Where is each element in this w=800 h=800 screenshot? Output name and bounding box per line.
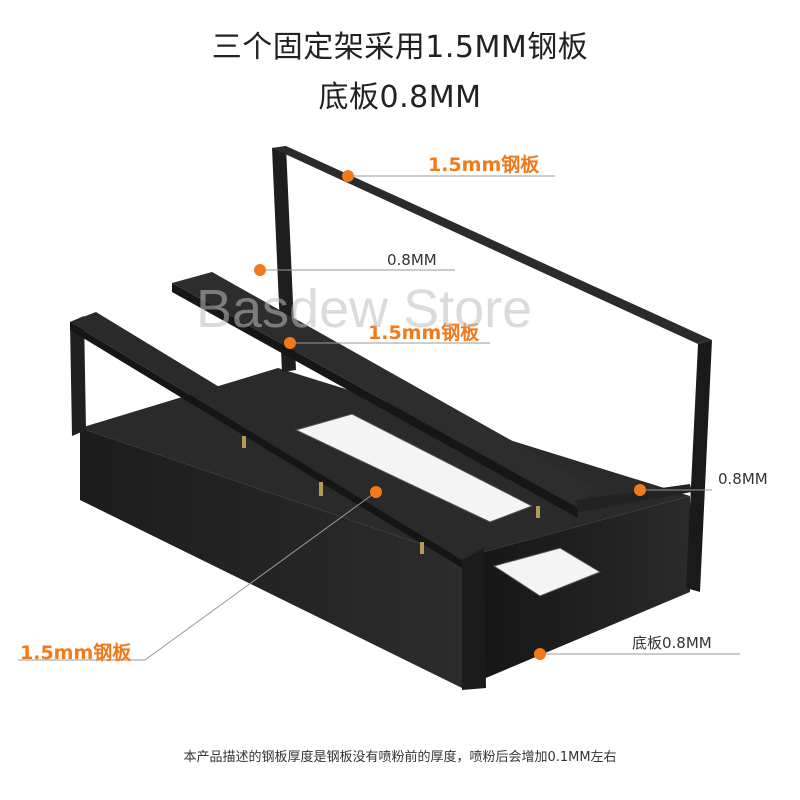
tall-frame-right-post bbox=[686, 340, 712, 592]
base-opening-right bbox=[492, 547, 602, 597]
label-base-plate: 底板0.8MM bbox=[632, 634, 712, 652]
front-frame-top-edge bbox=[70, 322, 462, 568]
title-line-2: 底板0.8MM bbox=[318, 80, 482, 115]
right-bar bbox=[576, 484, 692, 512]
footnote-text: 本产品描述的钢板厚度是钢板没有喷粉前的厚度，喷粉后会增加0.1MM左右 bbox=[183, 750, 617, 765]
base-opening-left bbox=[294, 413, 534, 523]
label-left-front: 1.5mm钢板 bbox=[20, 642, 132, 664]
callout-lines bbox=[18, 175, 740, 661]
tall-frame-top-bar bbox=[272, 146, 712, 344]
front-frame-top-bar bbox=[70, 312, 484, 560]
label-right-bar: 0.8MM bbox=[718, 470, 768, 488]
standoffs bbox=[242, 436, 540, 554]
front-frame-right-post bbox=[462, 548, 486, 690]
label-front-bar: 1.5mm钢板 bbox=[368, 322, 480, 344]
base-plate-side-face bbox=[462, 496, 690, 688]
store-watermark: Basdew Store bbox=[196, 279, 533, 339]
title-line-1: 三个固定架采用1.5MM钢板 bbox=[211, 30, 589, 65]
label-middle-bar: 0.8MM bbox=[387, 251, 437, 269]
front-frame-left-post bbox=[70, 316, 86, 436]
middle-bar bbox=[172, 272, 596, 508]
callout-dots bbox=[254, 170, 646, 660]
tall-frame-left-post bbox=[272, 146, 296, 372]
label-top-bar: 1.5mm钢板 bbox=[428, 154, 540, 176]
middle-bar-edge bbox=[172, 283, 578, 518]
base-plate-front-face bbox=[80, 428, 462, 688]
